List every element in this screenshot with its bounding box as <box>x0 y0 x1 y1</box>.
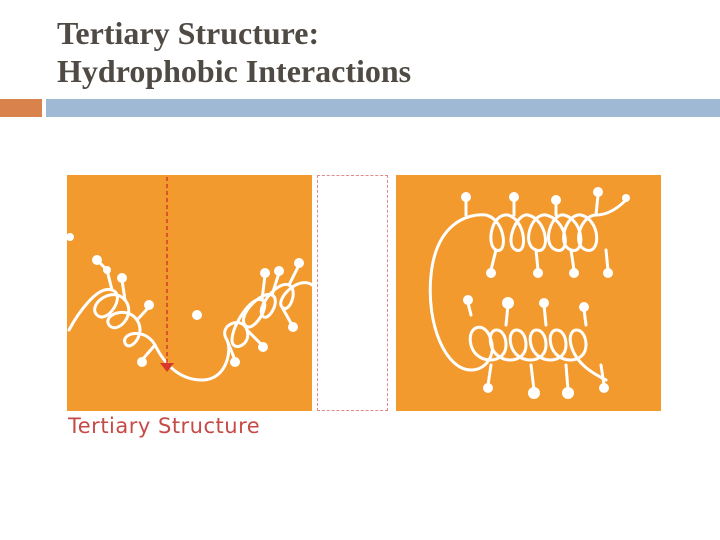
folding-chain-illustration <box>67 177 312 382</box>
tertiary-structure-diagram-right <box>396 175 661 411</box>
title-accent-bar-orange <box>0 99 42 117</box>
slide-title-line-1: Tertiary Structure: <box>57 15 320 51</box>
tertiary-structure-diagram-left <box>67 175 312 411</box>
diagram-caption: Tertiary Structure <box>68 414 261 438</box>
arrow-head-icon <box>160 363 174 372</box>
slide-title: Tertiary Structure: Hydrophobic Interact… <box>57 14 697 90</box>
slide-title-line-2: Hydrophobic Interactions <box>57 53 412 89</box>
title-accent-bar-blue <box>46 99 720 117</box>
dashed-placeholder-frame <box>317 175 388 411</box>
folded-protein-illustration <box>428 187 630 399</box>
